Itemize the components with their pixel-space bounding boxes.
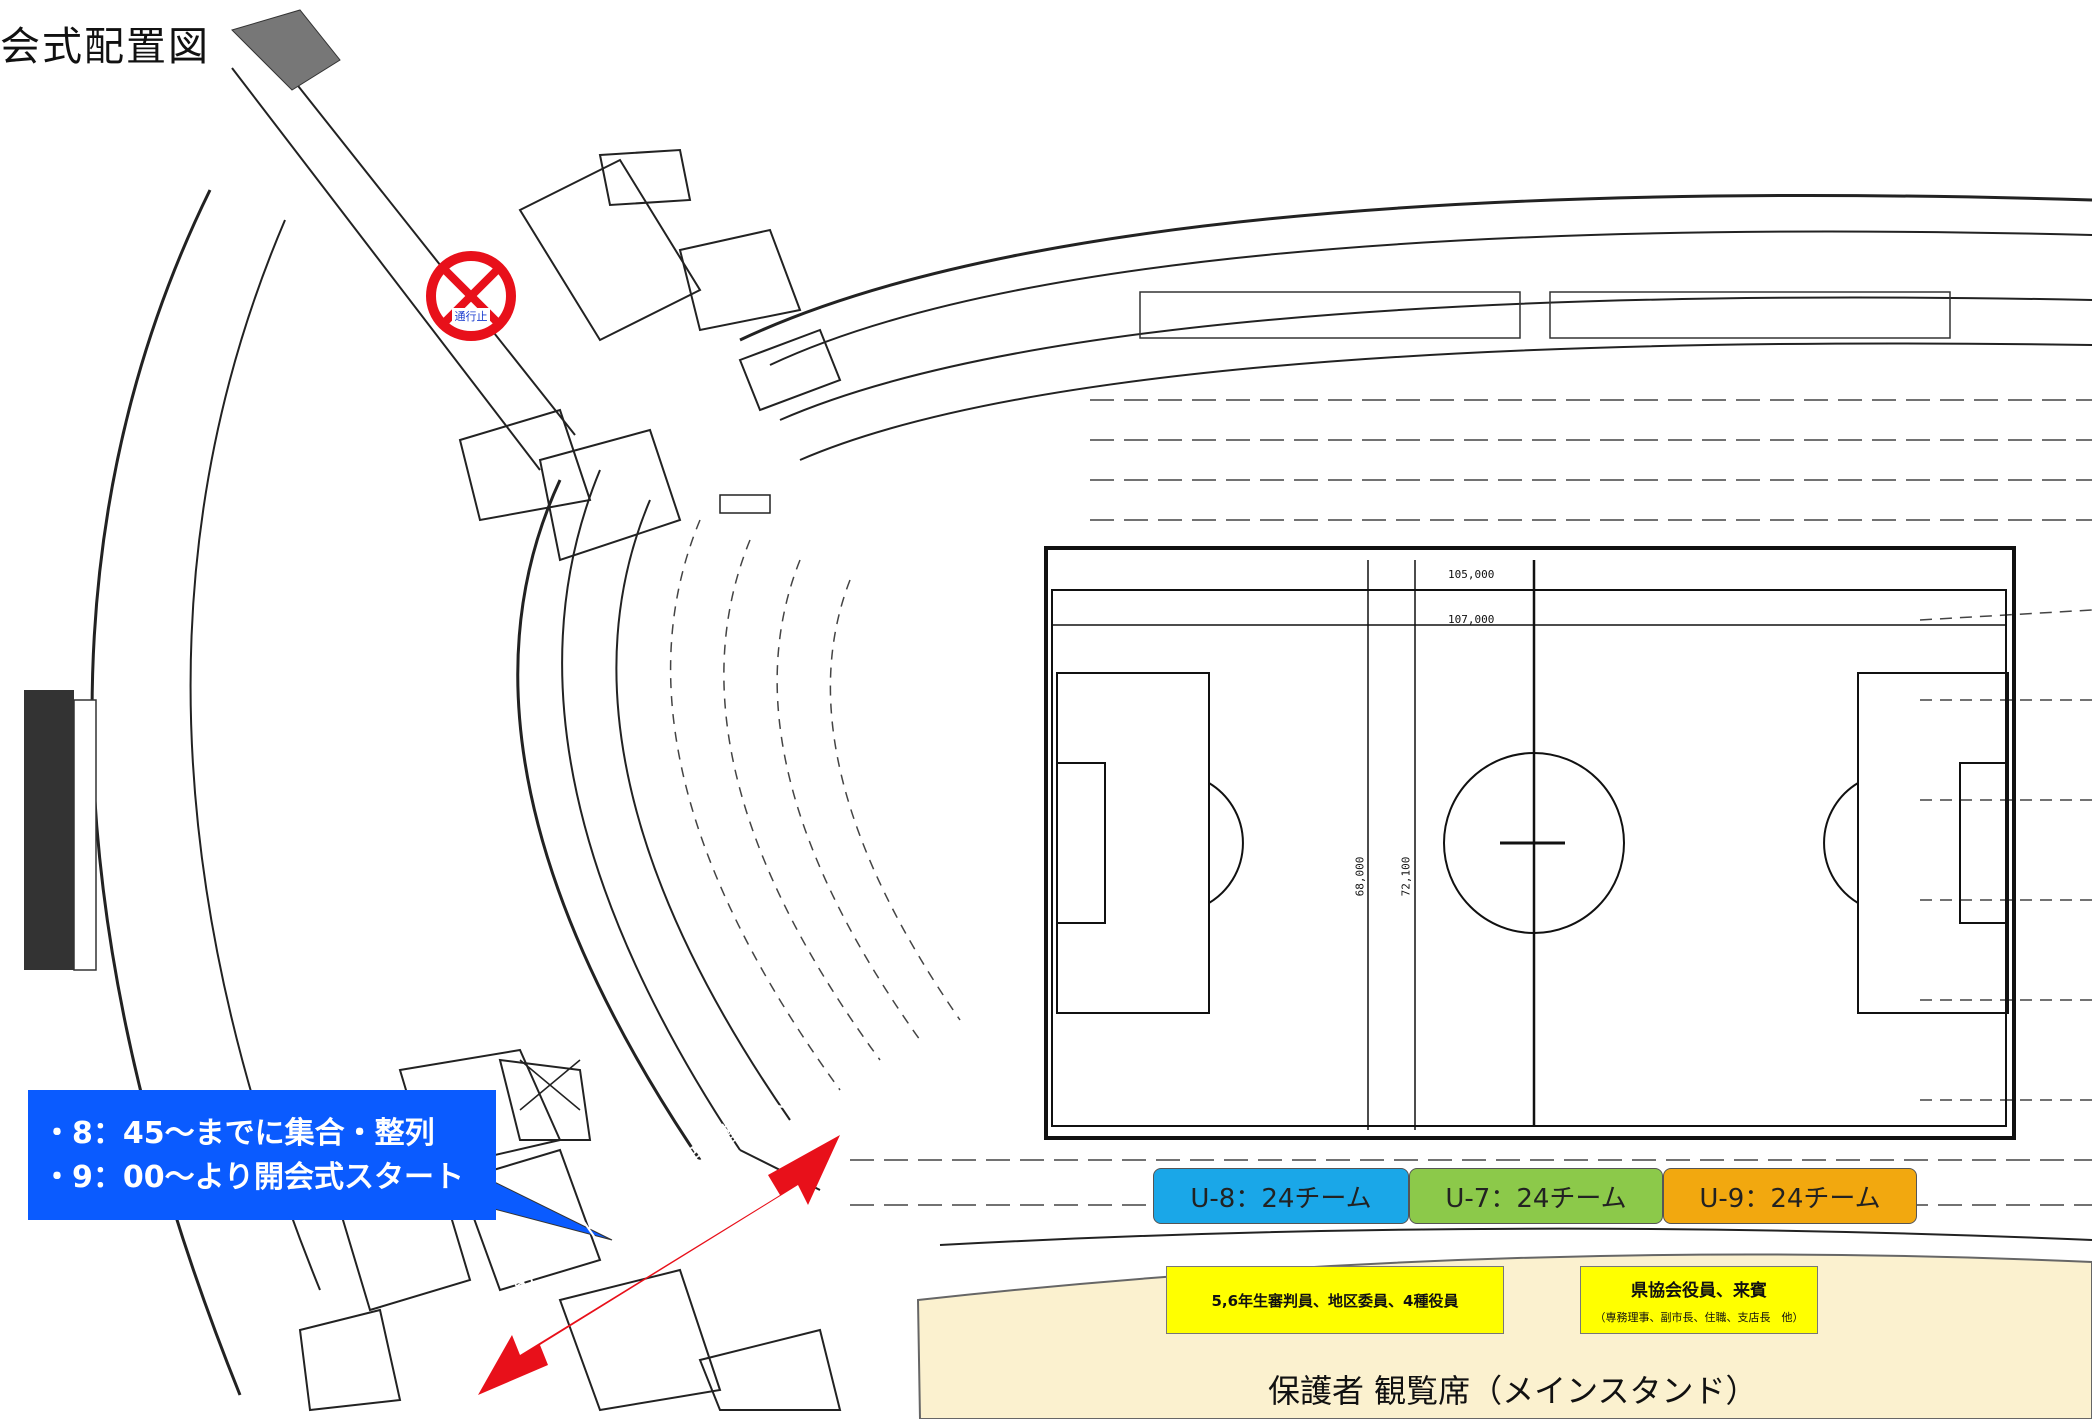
officials-guests-box: 県協会役員、来賓 （専務理事、副市長、住職、支店長 他） (1580, 1266, 1818, 1334)
top-left-hatch (231, 9, 341, 91)
dark-strip (24, 690, 74, 970)
note-line-2: ・9：00～より開会式スタート (42, 1160, 465, 1195)
officials-guests-title: 県協会役員、来賓 (1631, 1281, 1767, 1301)
referee-committee-box: 5,6年生審判員、地区委員、4種役員 (1166, 1266, 1504, 1334)
pitch-dim-105: 105,000 (1448, 568, 1495, 581)
assembly-note: ・8：45～までに集合・整列 ・9：00～より開会式スタート (28, 1090, 496, 1220)
team-box-u7: U-7：24チーム (1409, 1168, 1663, 1224)
main-stand-label: 保護者 観覧席（メインスタンド） (1268, 1372, 1758, 1410)
note-line-1: ・8：45～までに集合・整列 (42, 1116, 435, 1151)
page-title: 会式配置図 (0, 24, 210, 70)
soccer-pitch (1044, 546, 2016, 1140)
pitch-dim-107: 107,000 (1448, 613, 1495, 626)
team-box-u8: U-8：24チーム (1153, 1168, 1409, 1224)
officials-guests-sub: （専務理事、副市長、住職、支店長 他） (1594, 1311, 1804, 1324)
pitch-dim-68: 68,000 (1353, 856, 1367, 897)
no-entry-icon: 通行止 (426, 251, 516, 341)
no-entry-label: 通行止 (455, 310, 488, 323)
team-box-u9: U-9：24チーム (1663, 1168, 1917, 1224)
pitch-dim-72: 72,100 (1399, 856, 1413, 897)
gate-arrow (478, 1135, 840, 1395)
